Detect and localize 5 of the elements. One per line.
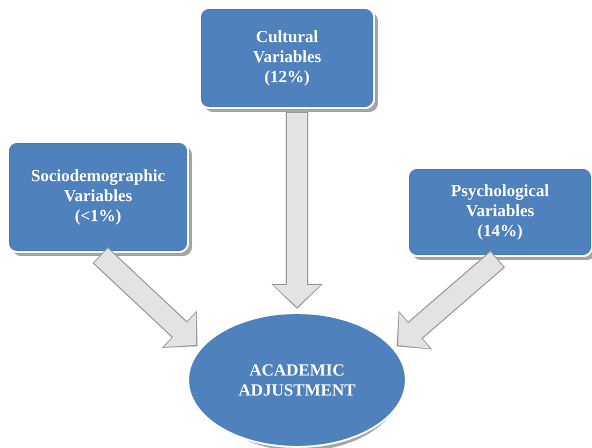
ellipse-node: ACADEMIC ADJUSTMENT xyxy=(187,312,407,448)
variable-box: Sociodemographic Variables (<1%) xyxy=(7,141,192,256)
variable-box: Psychological Variables (14%) xyxy=(407,167,592,260)
block-arrow xyxy=(396,250,506,350)
variable-box: Cultural Variables (12%) xyxy=(199,7,378,112)
